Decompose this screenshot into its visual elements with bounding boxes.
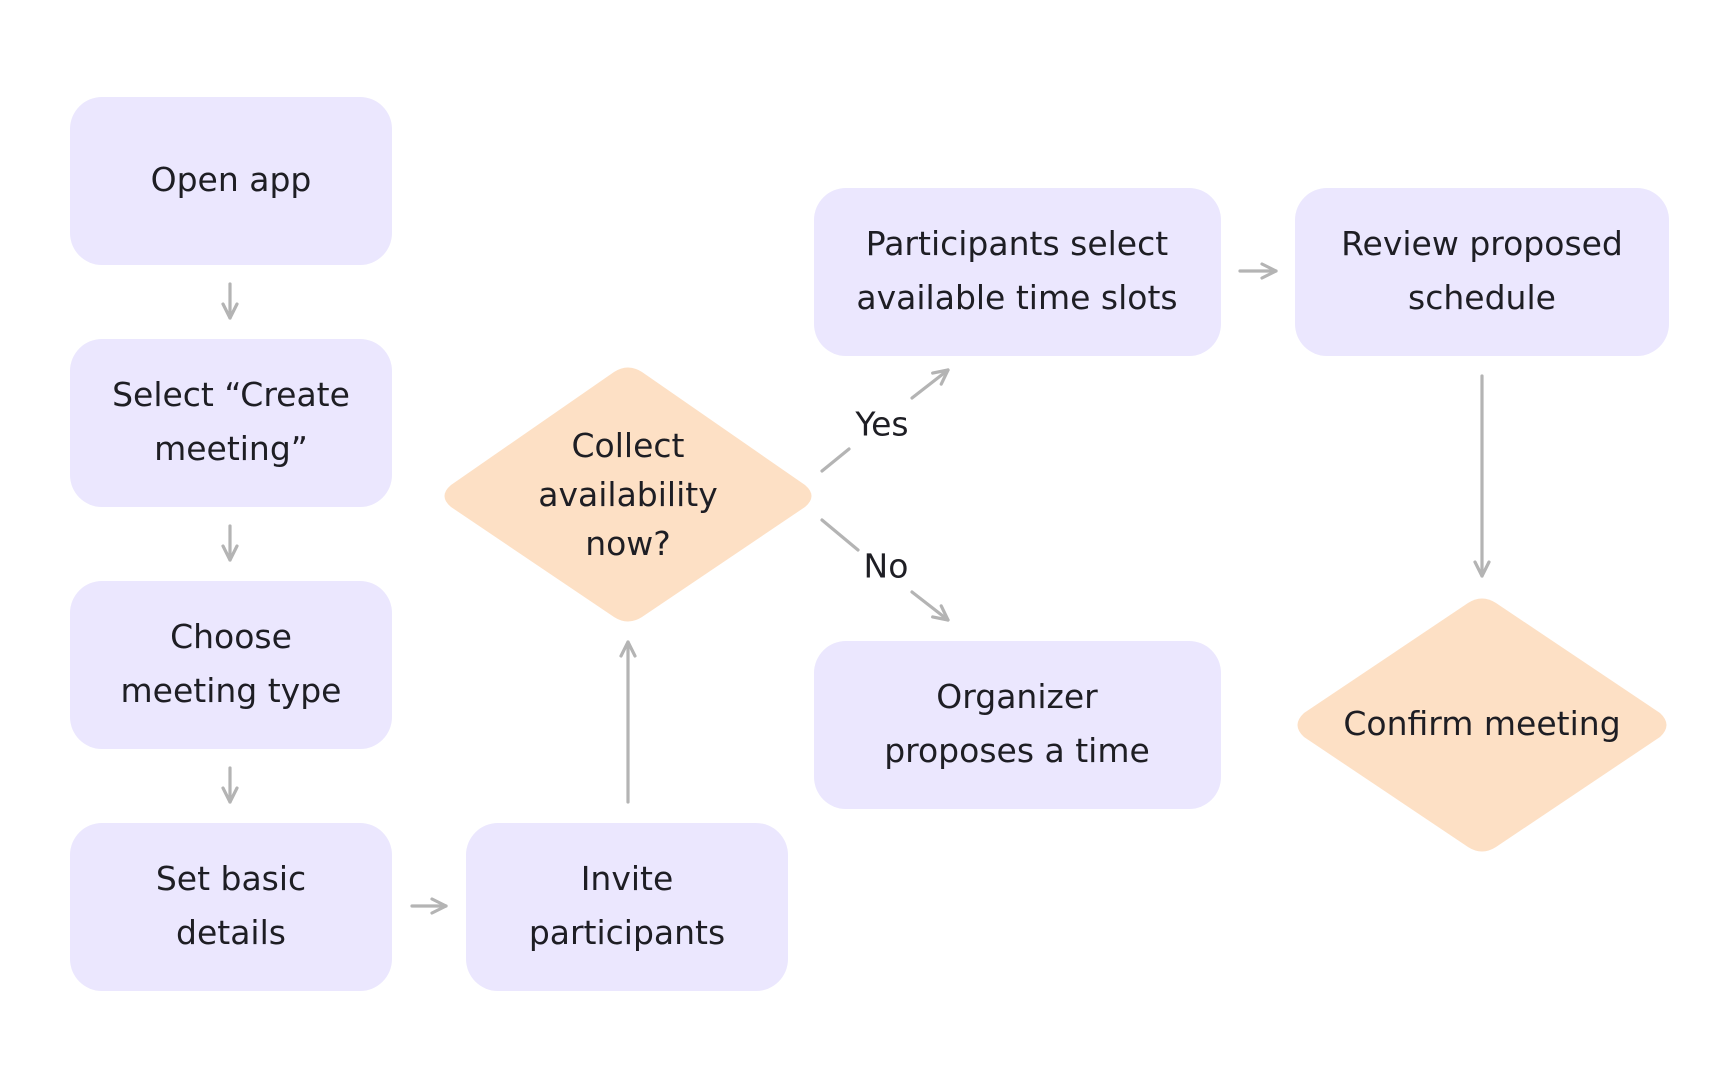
label-line: participants — [529, 913, 725, 952]
label-line: Open app — [151, 160, 312, 199]
node-set-basic-details-label: Set basic details — [156, 859, 306, 952]
node-select-create-meeting: Select “Create meeting” — [70, 339, 392, 507]
node-open-app: Open app — [70, 97, 392, 265]
node-open-app-label: Open app — [151, 160, 312, 199]
label-line: details — [176, 913, 286, 952]
node-choose-meeting-type: Choose meeting type — [70, 581, 392, 749]
decision-collect-availability: Collect availability now? — [444, 367, 812, 622]
line-collect-to-yes — [820, 447, 851, 473]
arrow-yes-to-participants — [910, 368, 950, 400]
label-line: Review proposed — [1341, 224, 1623, 263]
label-line: schedule — [1408, 278, 1556, 317]
label-line: meeting type — [121, 671, 342, 710]
line-collect-to-no — [820, 518, 860, 552]
node-set-basic-details: Set basic details — [70, 823, 392, 991]
connectors — [221, 262, 1491, 915]
decision-confirm-meeting-label: Confirm meeting — [1343, 704, 1620, 743]
node-review-schedule-label: Review proposed schedule — [1341, 224, 1623, 317]
label-line: Invite — [581, 859, 674, 898]
label-line: Set basic — [156, 859, 306, 898]
node-participants-select-label: Participants select available time slots — [856, 224, 1177, 317]
label-line: Collect — [572, 426, 685, 465]
node-choose-meeting-type-label: Choose meeting type — [121, 617, 342, 710]
label-line: availability — [538, 475, 717, 514]
decision-confirm-meeting: Confirm meeting — [1297, 598, 1667, 852]
decision-collect-availability-label: Collect availability now? — [538, 426, 717, 563]
edge-label-yes: Yes — [854, 405, 908, 444]
node-invite-participants: Invite participants — [466, 823, 788, 991]
label-line: Choose — [170, 617, 292, 656]
label-line: Confirm meeting — [1343, 704, 1620, 743]
edge-label-no: No — [864, 547, 909, 586]
label-line: meeting” — [154, 429, 308, 468]
label-line: now? — [585, 524, 671, 563]
arrow-no-to-organizer — [910, 590, 950, 622]
label-line: available time slots — [856, 278, 1177, 317]
label-line: proposes a time — [884, 731, 1150, 770]
label-line: Select “Create — [112, 375, 350, 414]
node-organizer-proposes: Organizer proposes a time — [814, 641, 1221, 809]
node-organizer-proposes-label: Organizer proposes a time — [884, 677, 1150, 770]
node-participants-select: Participants select available time slots — [814, 188, 1221, 356]
node-select-create-meeting-label: Select “Create meeting” — [112, 375, 350, 468]
label-line: Organizer — [936, 677, 1098, 716]
node-invite-participants-label: Invite participants — [529, 859, 725, 952]
label-line: Participants select — [866, 224, 1168, 263]
node-review-schedule: Review proposed schedule — [1295, 188, 1669, 356]
